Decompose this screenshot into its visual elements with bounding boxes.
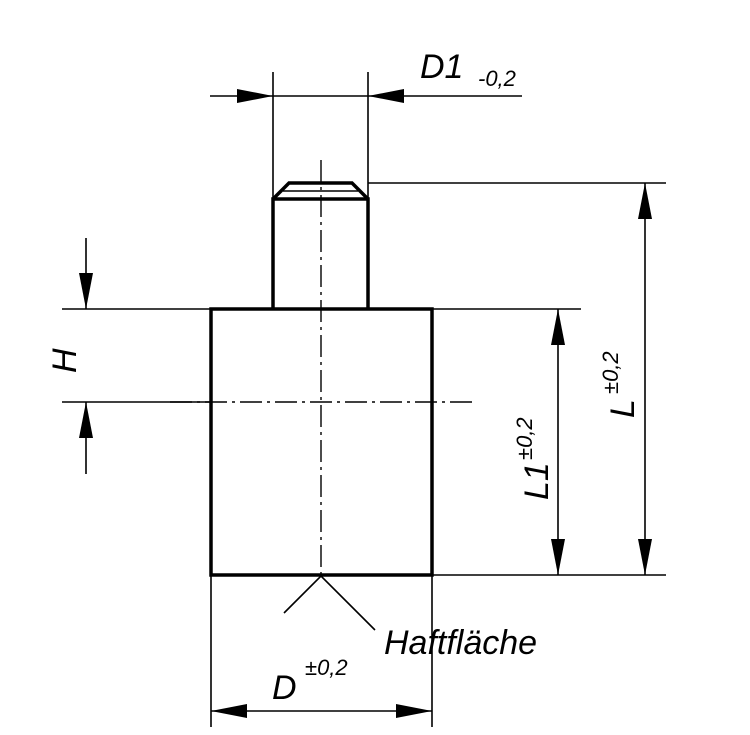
l1-tolerance: ±0,2 [512,417,537,460]
l-label: L [604,399,642,418]
d-arrow-left [211,704,247,718]
l1-label: L1 [518,462,556,500]
h-arrow-bottom [79,402,93,438]
l1-arrow-top [551,309,565,345]
l1-arrow-bottom [551,539,565,575]
h-arrow-top [79,273,93,309]
d1-tolerance: -0,2 [478,66,516,91]
l-tolerance: ±0,2 [598,351,623,394]
d-label: D [272,669,297,707]
d-arrow-right [396,704,432,718]
l-arrow-bottom [638,539,652,575]
d1-arrow-right [368,89,404,103]
surface-label: Haftfläche [384,624,537,662]
surface-indicator [283,574,376,631]
d1-arrow-left [237,89,273,103]
l-arrow-top [638,183,652,219]
d-tolerance: ±0,2 [305,655,348,680]
d1-label: D1 [420,48,463,86]
pin-chamfer [271,181,370,201]
h-label: H [46,348,84,373]
